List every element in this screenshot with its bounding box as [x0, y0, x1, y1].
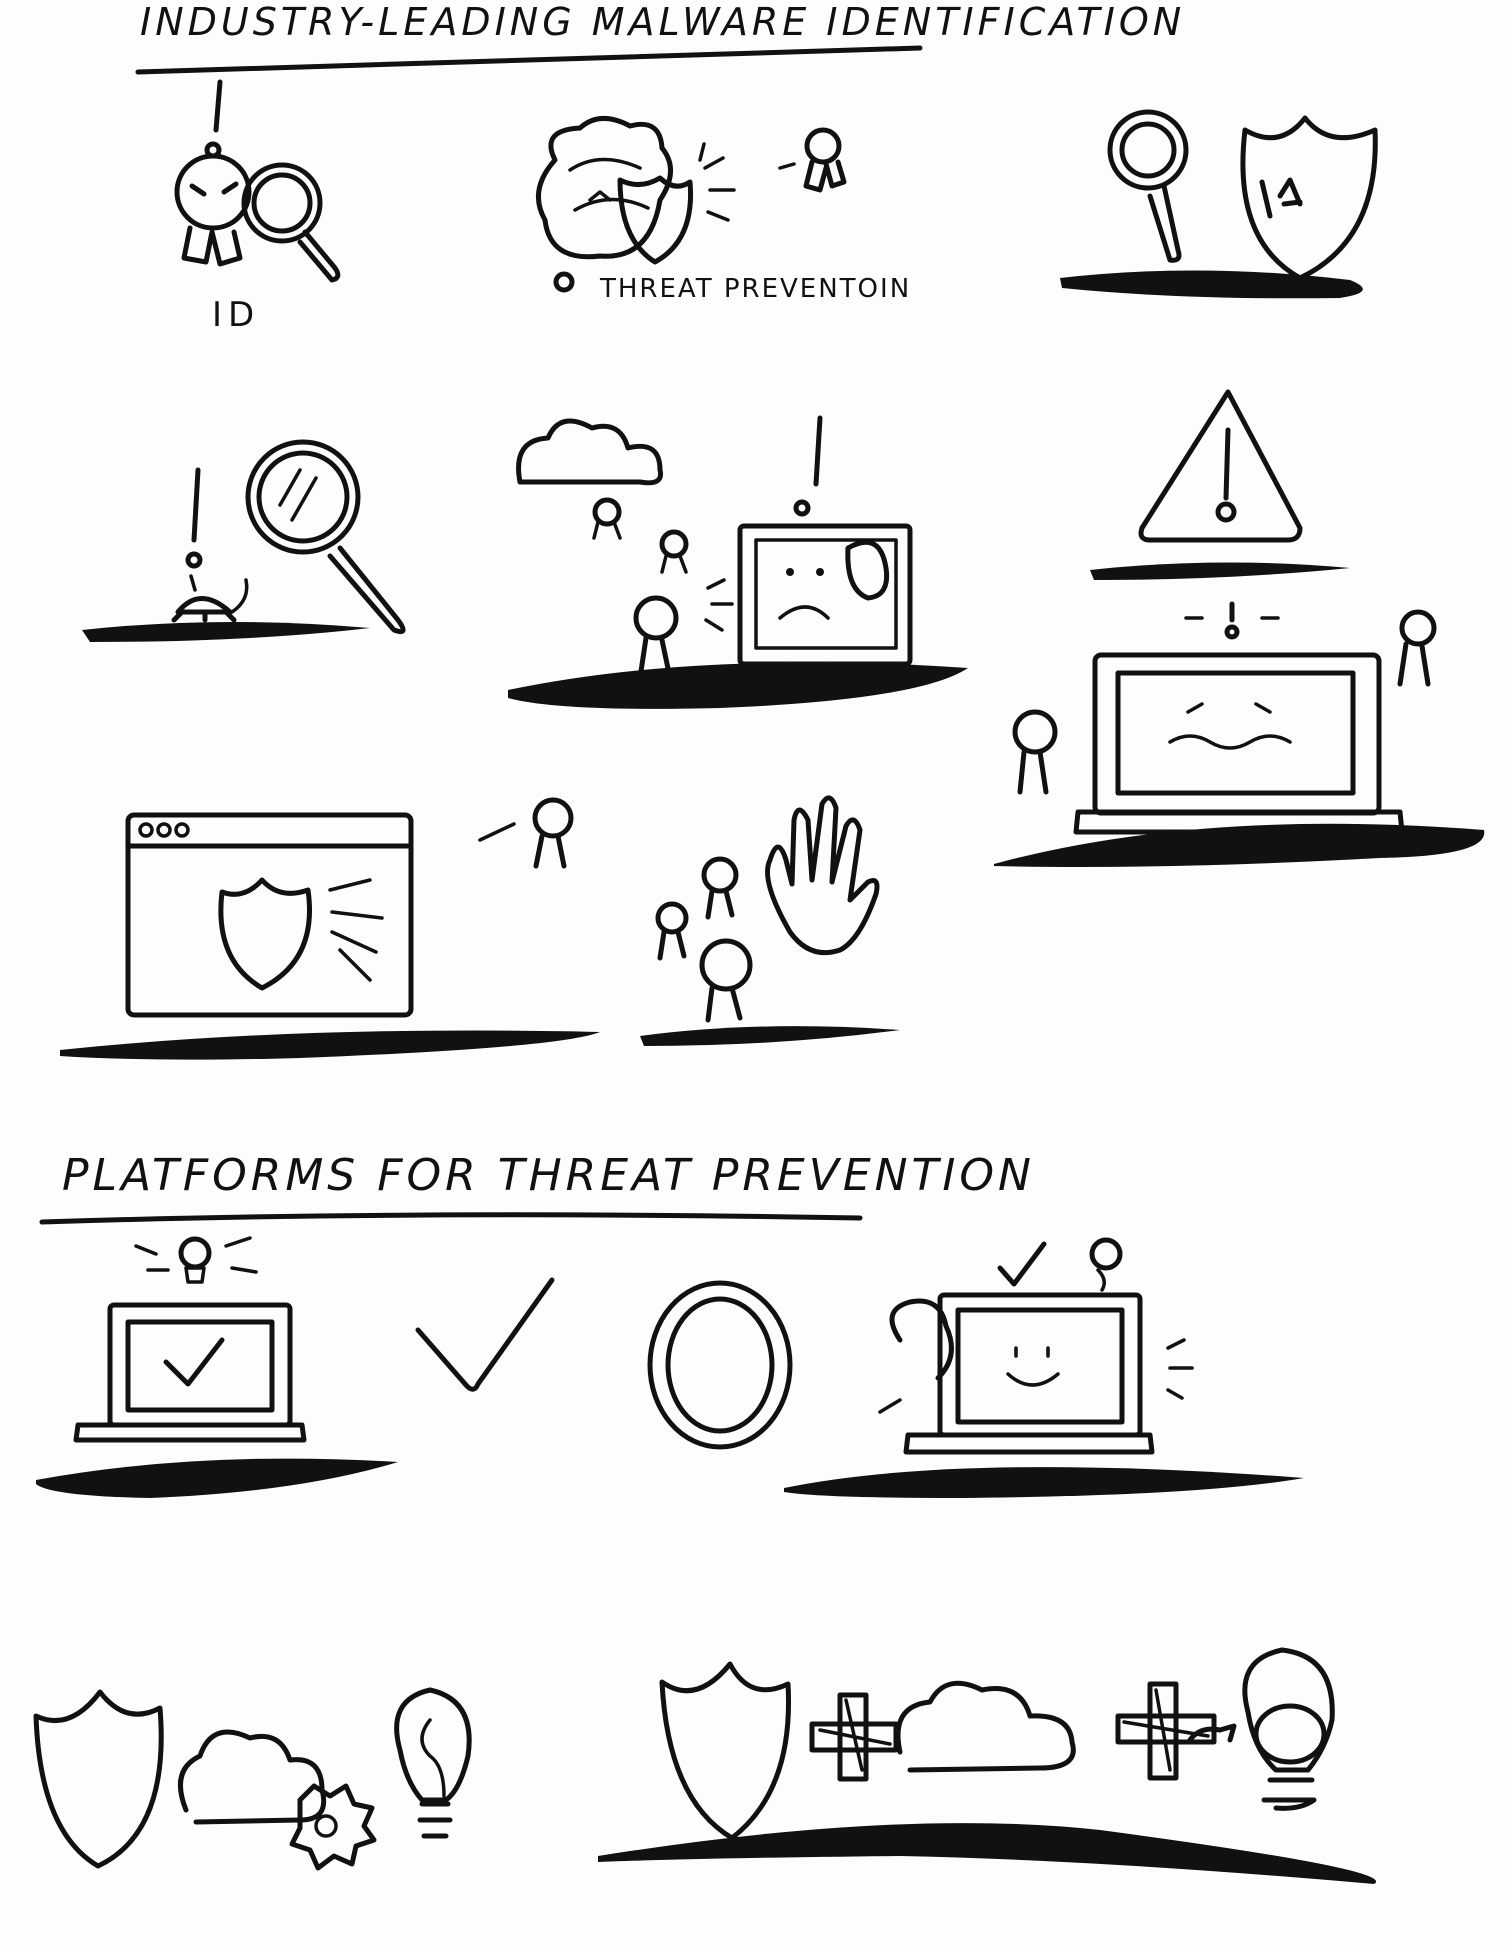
platform-icons-row-left	[33, 1687, 472, 1871]
shield-icon	[617, 175, 694, 265]
laptop-scene-group	[994, 601, 1485, 867]
ground-shadow	[82, 621, 370, 642]
laptop-icon	[903, 1292, 1155, 1455]
exclamation-icon	[191, 467, 201, 543]
shield-icon	[1240, 115, 1378, 281]
cloud-icon	[177, 1729, 327, 1825]
scribble-blob-icon	[536, 116, 673, 260]
ground-shadow	[598, 1823, 1377, 1884]
malware-bug-icon	[592, 497, 622, 540]
ground-shadow	[994, 823, 1485, 867]
hand-stop-group	[640, 795, 900, 1046]
exclamation-icon	[213, 79, 223, 133]
laptop-check-group	[36, 1236, 398, 1498]
id-group	[174, 79, 341, 283]
platform-icons-row-right	[598, 1647, 1377, 1884]
plus-icon	[809, 1692, 899, 1782]
malware-bug-icon	[701, 856, 739, 920]
laptop-icon	[73, 1302, 307, 1443]
shield-icon	[33, 1689, 164, 1869]
heading-threat-prevention: PLATFORMS FOR THREAT PREVENTION	[62, 1150, 1035, 1201]
ground-shadow	[508, 662, 968, 709]
label-threat-prevention: THREAT PREVENTOIN	[600, 274, 912, 304]
cloud-icon	[895, 1680, 1076, 1773]
malware-bug-icon	[1397, 609, 1437, 687]
laptop-icon	[1073, 652, 1405, 835]
lightbulb-icon	[178, 1236, 212, 1284]
magnifier-icon	[1107, 109, 1189, 263]
malware-bug-icon	[1012, 709, 1058, 795]
checkmark-icon	[415, 1277, 555, 1392]
malware-bug-icon	[699, 938, 753, 1023]
monitor-scene-group	[508, 415, 968, 709]
label-id: ID	[212, 295, 261, 335]
malware-bug-icon	[532, 797, 574, 869]
magnifier-icon	[241, 162, 341, 283]
lightbulb-icon	[1089, 1237, 1123, 1271]
browser-window-icon	[125, 812, 414, 1018]
malware-bug-icon	[174, 153, 252, 267]
shield-icon	[659, 1661, 792, 1841]
magnifier-shield-group	[1060, 109, 1378, 299]
heading-2-underline	[39, 1212, 863, 1225]
malware-bug-icon	[633, 595, 679, 681]
ground-shadow	[640, 1026, 900, 1046]
ground-shadow	[1060, 270, 1363, 299]
ground-shadow	[784, 1467, 1304, 1498]
lightbulb-icon	[1242, 1647, 1335, 1811]
ground-shadow	[1090, 562, 1350, 580]
heading-1-underline	[135, 45, 923, 75]
browser-scene-group	[60, 797, 600, 1060]
laptop-smile-group	[784, 1237, 1304, 1498]
heading-malware-identification: INDUSTRY-LEADING MALWARE IDENTIFICATION	[140, 0, 1186, 44]
gear-icon	[289, 1783, 377, 1871]
hand-stop-icon	[765, 795, 880, 956]
warning-group	[1090, 389, 1350, 580]
circle-icon	[647, 1280, 793, 1450]
bug-magnifier-group	[82, 439, 406, 642]
checkmark-icon	[163, 1337, 225, 1387]
malware-bug-icon	[803, 127, 847, 193]
exclamation-icon	[813, 415, 823, 487]
magnifier-icon	[245, 439, 406, 635]
shield-icon	[218, 877, 312, 991]
monitor-icon	[737, 523, 913, 683]
checkmark-icon	[997, 1241, 1047, 1287]
warning-triangle-icon	[1138, 389, 1303, 543]
malware-bug-icon	[659, 529, 689, 574]
ground-shadow	[36, 1458, 398, 1498]
lightbulb-icon	[394, 1687, 472, 1839]
ground-shadow	[60, 1030, 600, 1060]
threat-prevention-group	[536, 116, 847, 293]
malware-bug-icon	[171, 596, 237, 623]
scribble-blob-icon	[889, 1298, 954, 1381]
malware-bug-icon	[655, 901, 689, 961]
bandage-icon	[845, 539, 890, 601]
cloud-icon	[516, 418, 664, 486]
